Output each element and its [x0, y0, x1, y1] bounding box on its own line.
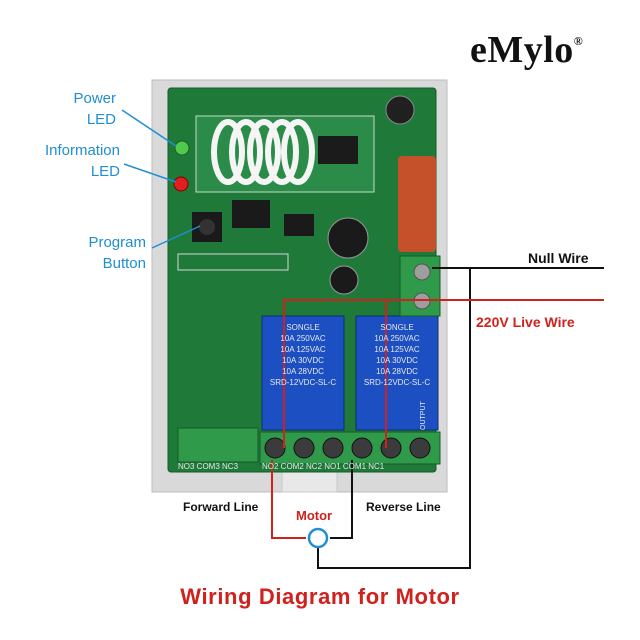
- relay-1-spec4: 10A 28VDC: [282, 367, 324, 376]
- power-led: [174, 140, 190, 156]
- reverse-line-wire: [330, 460, 353, 539]
- relay-2-model: SRD-12VDC-SL-C: [363, 378, 431, 387]
- label-live-wire: 220V Live Wire: [476, 314, 575, 330]
- label-motor: Motor: [296, 508, 333, 523]
- label-info-line1: Information: [44, 142, 120, 159]
- relay-2-spec2: 10A 125VAC: [374, 345, 420, 354]
- label-null-wire: Null Wire: [528, 250, 589, 266]
- relay-2-spec1: 10A 250VAC: [374, 334, 420, 343]
- output-label: OUTPUT: [420, 401, 427, 430]
- capacitor-small: [329, 265, 359, 295]
- rf-chip: [318, 136, 358, 164]
- ic-chip-1: [232, 200, 270, 228]
- program-button-cap: [199, 219, 215, 235]
- relay-2: [355, 315, 439, 431]
- callout-power-led: [121, 109, 177, 147]
- enclosure-tab: [281, 469, 338, 493]
- antenna-coil: [211, 119, 315, 185]
- label-forward-line: Forward Line: [183, 500, 259, 514]
- callout-information-led: [123, 163, 177, 183]
- input-screw-1: [413, 263, 431, 281]
- relay-1: [261, 315, 345, 431]
- capacitor-large: [327, 217, 369, 259]
- label-info-line2: LED: [90, 163, 120, 180]
- pin-header: [177, 253, 289, 271]
- relay-1-spec3: 10A 30VDC: [282, 356, 324, 365]
- output-screws: [264, 437, 431, 459]
- brand-logo: eMylo®: [470, 28, 583, 72]
- forward-line-wire: [271, 460, 306, 539]
- label-power-line1: Power: [73, 90, 116, 107]
- left-terminal-block: [177, 427, 259, 463]
- label-power-line2: LED: [86, 111, 116, 128]
- motor-symbol: [307, 527, 329, 549]
- terminal-labels-right: NO2 COM2 NC2 NO1 COM1 NC1: [262, 462, 385, 471]
- relay-1-text: SONGLE 10A 250VAC 10A 125VAC 10A 30VDC 1…: [262, 322, 344, 388]
- label-reverse-line: Reverse Line: [366, 500, 441, 514]
- relay-1-spec2: 10A 125VAC: [280, 345, 326, 354]
- label-program-line1: Program: [88, 234, 146, 251]
- relay-2-spec4: 10A 28VDC: [376, 367, 418, 376]
- label-information-led: Information LED: [10, 140, 120, 182]
- brand-name: eMylo: [470, 29, 574, 71]
- information-led: [173, 176, 189, 192]
- diagram-title: Wiring Diagram for Motor: [180, 584, 460, 609]
- orange-capacitor: [398, 156, 436, 252]
- live-wire: [283, 299, 604, 448]
- relay-2-spec3: 10A 30VDC: [376, 356, 418, 365]
- relay-2-brand: SONGLE: [380, 323, 414, 332]
- null-wire-down: [317, 268, 471, 569]
- label-program-button: Program Button: [60, 232, 146, 274]
- callout-program-button: [151, 225, 201, 249]
- label-power-led: Power LED: [40, 88, 116, 130]
- label-program-line2: Button: [102, 255, 146, 272]
- relay-1-model: SRD-12VDC-SL-C: [269, 378, 337, 387]
- relay-1-brand: SONGLE: [286, 323, 320, 332]
- ic-chip-2: [284, 214, 314, 236]
- registered-mark: ®: [573, 34, 584, 48]
- capacitor-top: [385, 95, 415, 125]
- relay-2-text: SONGLE 10A 250VAC 10A 125VAC 10A 30VDC 1…: [356, 322, 438, 388]
- relay-1-spec1: 10A 250VAC: [280, 334, 326, 343]
- terminal-labels-left: NO3 COM3 NC3: [178, 462, 239, 471]
